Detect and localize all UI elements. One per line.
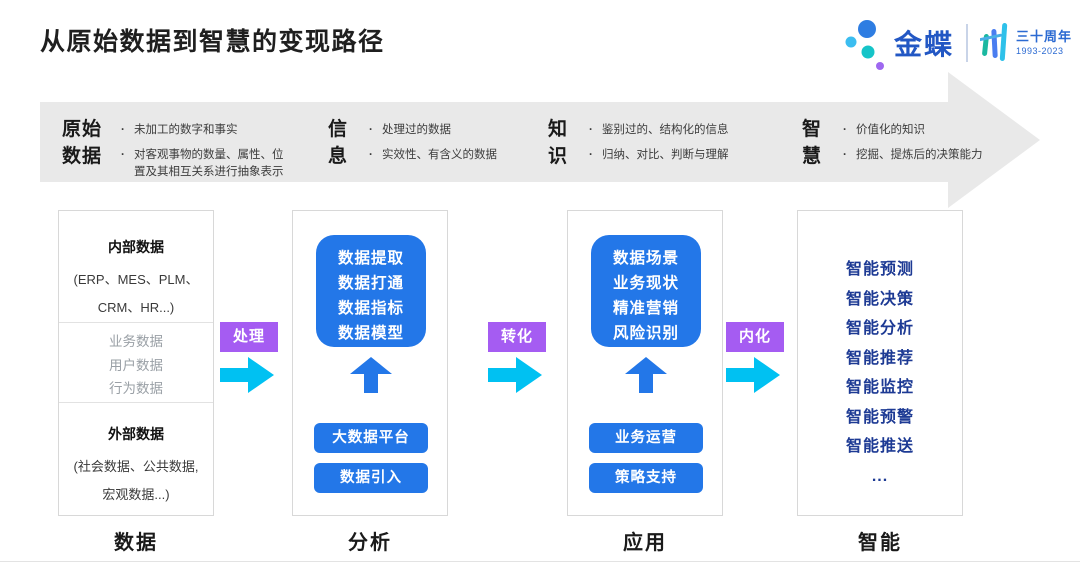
stage-heading: 信 息 xyxy=(328,119,349,167)
dikw-arrow-banner: 原始 数据 未加工的数字和事实 对客观事物的数量、属性、位置及其相互关系进行抽象… xyxy=(40,72,1040,208)
up-arrow-icon xyxy=(350,357,392,393)
connector-internalize: 内化 xyxy=(726,322,786,393)
stage-raw-data: 原始 数据 未加工的数字和事实 对客观事物的数量、属性、位置及其相互关系进行抽象… xyxy=(62,116,286,189)
stage-bullets: 未加工的数字和事实 对客观事物的数量、属性、位置及其相互关系进行抽象表示 xyxy=(118,116,286,189)
stage-heading: 智 慧 xyxy=(802,119,823,167)
right-arrow-icon xyxy=(726,357,780,393)
right-arrow-icon xyxy=(220,357,274,393)
intelligence-list: 智能预测 智能决策 智能分析 智能推荐 智能监控 智能预警 智能推送 ... xyxy=(845,261,914,485)
column-label-data: 数据 xyxy=(114,532,158,554)
connector-transform: 转化 xyxy=(488,322,548,393)
connector-process: 处理 xyxy=(220,322,280,393)
stage-bullets: 处理过的数据 实效性、有含义的数据 xyxy=(366,116,552,172)
anniversary-years: 1993-2023 xyxy=(1016,45,1064,56)
application-column-box: 数据场景 业务现状 精准营销 风险识别 业务运营 策略支持 xyxy=(567,210,723,516)
business-operation-chip: 业务运营 xyxy=(589,423,703,453)
stage-bullets: 鉴别过的、结构化的信息 归纳、对比、判断与理解 xyxy=(586,116,782,172)
logo-dots-icon xyxy=(845,20,884,70)
application-core-box: 数据场景 业务现状 精准营销 风险识别 xyxy=(591,235,701,347)
analysis-core-box: 数据提取 数据打通 数据指标 数据模型 xyxy=(316,235,426,347)
analysis-column-box: 数据提取 数据打通 数据指标 数据模型 大数据平台 数据引入 xyxy=(292,210,448,516)
process-badge: 处理 xyxy=(220,322,278,352)
stage-bullets: 价值化的知识 挖掘、提炼后的决策能力 xyxy=(840,116,1021,172)
column-label-analysis: 分析 xyxy=(348,532,392,554)
stage-heading: 原始 数据 xyxy=(62,119,103,167)
anniversary-title: 三十周年 xyxy=(1016,29,1073,45)
stage-knowledge: 知 识 鉴别过的、结构化的信息 归纳、对比、判断与理解 xyxy=(548,116,782,172)
column-label-intelligence: 智能 xyxy=(858,532,902,554)
logo-divider xyxy=(966,24,969,62)
anniversary-mark-icon xyxy=(980,23,1008,61)
transform-badge: 转化 xyxy=(488,322,546,352)
anniversary-text: 三十周年 1993-2023 xyxy=(1016,29,1072,57)
intelligence-column-box: 智能预测 智能决策 智能分析 智能推荐 智能监控 智能预警 智能推送 ... xyxy=(797,210,963,516)
brand-name: 金蝶 xyxy=(894,29,955,60)
up-arrow-icon xyxy=(625,357,667,393)
strategy-support-chip: 策略支持 xyxy=(589,463,703,493)
external-data-section: 外部数据 (社会数据、公共数据, 宏观数据...) xyxy=(59,402,213,515)
data-column-box: 内部数据 (ERP、MES、PLM、 CRM、HR...) 业务数据 用户数据 … xyxy=(58,210,214,516)
internalize-badge: 内化 xyxy=(726,322,784,352)
stage-heading: 知 识 xyxy=(548,119,569,167)
column-label-application: 应用 xyxy=(623,532,667,554)
stage-information: 信 息 处理过的数据 实效性、有含义的数据 xyxy=(328,116,552,172)
page-title: 从原始数据到智慧的变现路径 xyxy=(40,28,385,56)
right-arrow-icon xyxy=(488,357,542,393)
big-data-platform-chip: 大数据平台 xyxy=(314,423,428,453)
kingdee-logo: 金蝶 三十周年 1993-2023 xyxy=(842,14,1072,72)
data-import-chip: 数据引入 xyxy=(314,463,428,493)
stage-wisdom: 智 慧 价值化的知识 挖掘、提炼后的决策能力 xyxy=(802,116,1021,172)
middle-data-section: 业务数据 用户数据 行为数据 xyxy=(59,322,213,402)
internal-data-section: 内部数据 (ERP、MES、PLM、 CRM、HR...) xyxy=(73,239,199,315)
